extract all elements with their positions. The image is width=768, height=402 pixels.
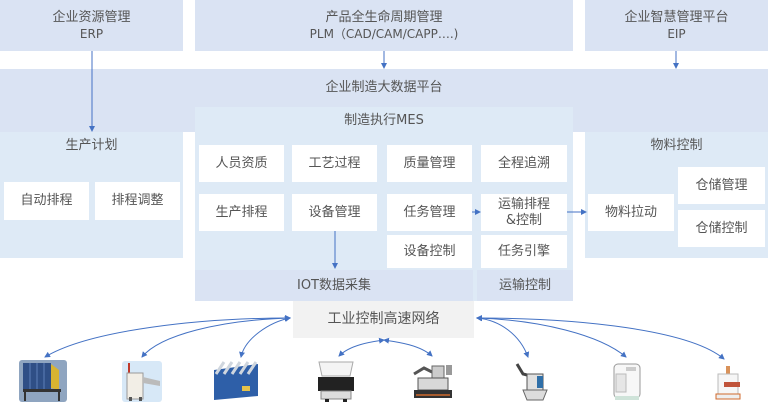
- eip-box: 企业智慧管理平台 EIP: [585, 0, 768, 51]
- material-control-title: 物料控制: [650, 138, 703, 153]
- iot-label: IOT数据采集: [296, 278, 371, 293]
- mes-task-management: 任务管理: [387, 194, 472, 231]
- plm-box: 产品全生命周期管理 PLM（CAD/CAM/CAPP….): [195, 0, 573, 51]
- mes-production-scheduling: 生产排程: [199, 194, 284, 231]
- link-network-device-6: [476, 315, 530, 358]
- mes-personnel-qualification: 人员资质: [199, 145, 284, 182]
- erp-title: 企业资源管理: [52, 10, 131, 25]
- device-mobile-manipulator-robot: [413, 365, 452, 398]
- warehouse-control-box: 仓储控制: [678, 210, 765, 247]
- mes-full-traceability: 全程追溯: [481, 145, 567, 182]
- device-agv-with-bin: [318, 361, 354, 402]
- iot-data-collection: IOT数据采集: [195, 270, 473, 301]
- industrial-network: 工业控制高速网络: [293, 301, 474, 338]
- link-network-device-4: [338, 337, 385, 357]
- mes-title: 制造执行MES: [344, 113, 424, 128]
- device-smt-loader-machine: [122, 361, 162, 402]
- link-network-device-7: [476, 315, 627, 358]
- industrial-network-title: 工业控制高速网络: [327, 311, 440, 327]
- mes-transport-scheduling: 运输排程 &控制: [481, 194, 567, 231]
- link-network-device-2: [141, 315, 291, 358]
- mes-equipment-control: 设备控制: [387, 235, 472, 268]
- link-network-device-1: [44, 315, 291, 358]
- schedule-adjust-box: 排程调整: [95, 182, 180, 220]
- link-network-device-5: [383, 337, 433, 357]
- device-vertical-storage-rack: [19, 360, 67, 402]
- mes-process: 工艺过程: [292, 145, 377, 182]
- eip-title: 企业智慧管理平台: [624, 10, 729, 25]
- device-lab-transfer-robot: [715, 366, 741, 400]
- erp-box: 企业资源管理 ERP: [0, 0, 183, 51]
- mes-quality-management: 质量管理: [387, 145, 472, 182]
- transport-control-label: 运输控制: [498, 278, 551, 293]
- erp-subtitle: ERP: [79, 27, 104, 41]
- material-pull-box: 物料拉动: [588, 194, 674, 231]
- mes-task-engine: 任务引擎: [481, 235, 567, 268]
- device-roller-conveyor: [214, 361, 258, 400]
- eip-subtitle: EIP: [667, 27, 686, 41]
- link-network-device-3: [239, 316, 291, 358]
- big-data-platform-title: 企业制造大数据平台: [325, 80, 443, 95]
- plm-title: 产品全生命周期管理: [325, 10, 443, 25]
- production-plan-title: 生产计划: [65, 138, 118, 153]
- transport-control: 运输控制: [477, 270, 573, 301]
- mes-equipment-management: 设备管理: [292, 194, 377, 231]
- device-enclosed-amr: [613, 363, 641, 400]
- auto-scheduling-box: 自动排程: [4, 182, 89, 220]
- link-network-device-8: [476, 315, 725, 360]
- device-mobile-robot-arm: [515, 363, 548, 401]
- plm-subtitle: PLM（CAD/CAM/CAPP….): [309, 27, 459, 41]
- warehouse-management-box: 仓储管理: [678, 167, 765, 204]
